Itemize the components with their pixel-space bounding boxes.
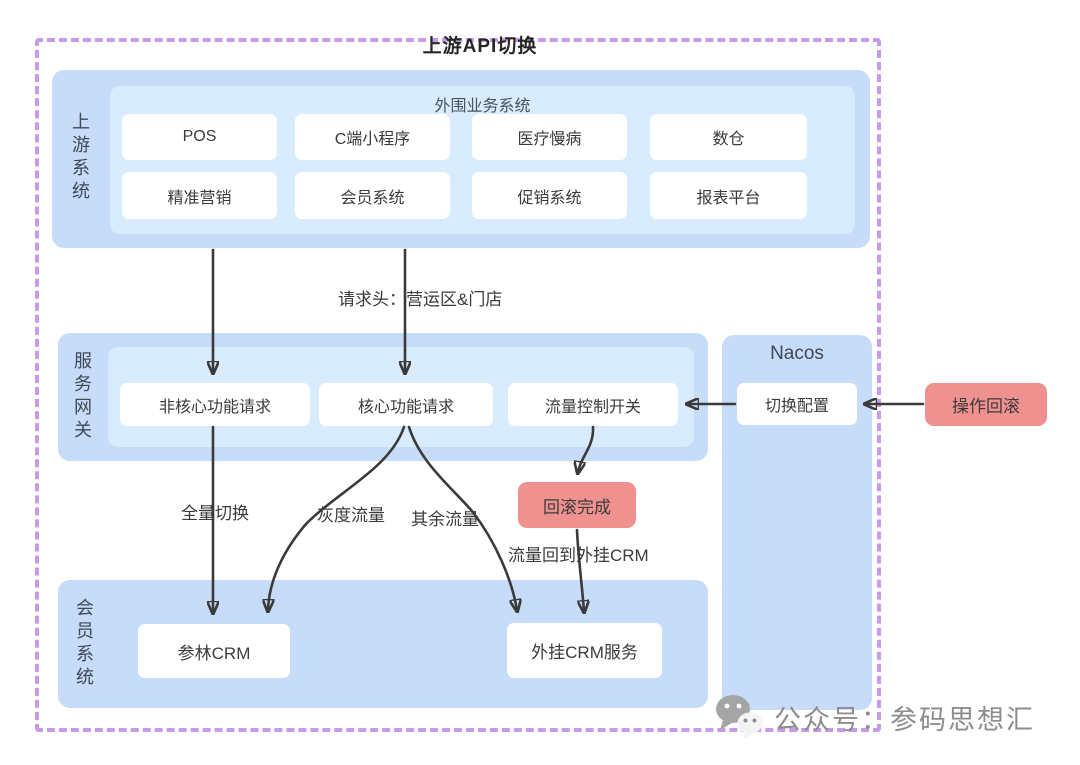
node-pos: POS [122, 114, 277, 160]
wechat-icon [716, 695, 763, 740]
nacos-title: Nacos [770, 343, 824, 364]
node-precision-marketing: 精准营销 [122, 172, 277, 219]
dashed-border-frame [35, 38, 881, 732]
label-traffic-back: 流量回到外挂CRM [505, 540, 652, 567]
node-traffic-switch: 流量控制开关 [508, 383, 678, 426]
node-c-miniprogram: C端小程序 [295, 114, 450, 160]
diagram-title: 上游API切换 [422, 36, 538, 57]
section-gateway-label: 服务网关 [72, 351, 92, 443]
node-report-platform: 报表平台 [650, 172, 807, 219]
upstream-inner-title: 外围业务系统 [434, 98, 531, 115]
node-shenlin-crm: 参林CRM [138, 624, 290, 678]
label-request-header: 请求头：营运区&门店 [338, 290, 503, 309]
node-core-request: 核心功能请求 [319, 383, 493, 426]
node-switch-config: 切换配置 [737, 383, 857, 425]
node-promotion-system: 促销系统 [472, 172, 627, 219]
watermark-text: 公众号：参码思想汇 [774, 704, 1035, 735]
node-noncore-request: 非核心功能请求 [120, 383, 310, 426]
node-medical: 医疗慢病 [472, 114, 627, 160]
label-gray-traffic: 灰度流量 [314, 500, 388, 527]
node-datawarehouse: 数仓 [650, 114, 807, 160]
node-operation-rollback: 操作回滚 [925, 383, 1047, 426]
node-member-system: 会员系统 [295, 172, 450, 219]
section-member-label: 会员系统 [74, 598, 94, 690]
node-external-crm: 外挂CRM服务 [507, 623, 662, 678]
label-other-traffic: 其余流量 [408, 504, 482, 531]
watermark: 公众号：参码思想汇 [714, 692, 1035, 742]
node-rollback-done: 回滚完成 [518, 482, 636, 528]
label-full-switch: 全量切换 [178, 498, 252, 525]
section-upstream-label: 上游系统 [70, 112, 90, 204]
